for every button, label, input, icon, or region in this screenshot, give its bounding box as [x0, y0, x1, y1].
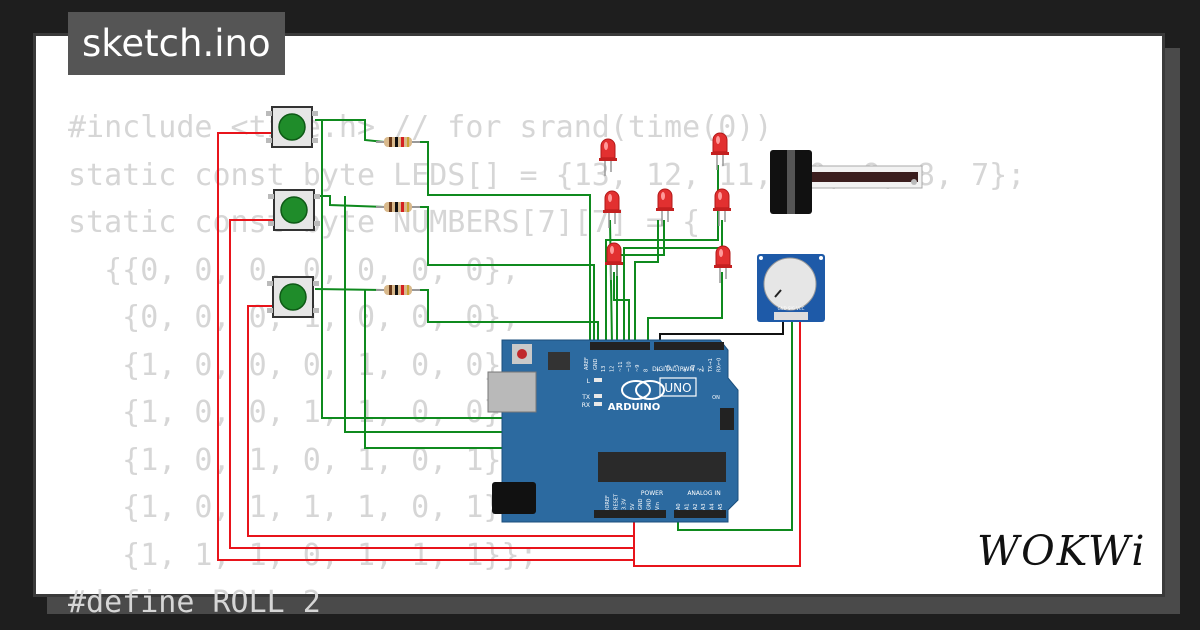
usb-port: [487, 371, 537, 413]
digital-pin-label: ~9: [635, 365, 641, 372]
board-led-label: L: [587, 378, 591, 385]
digital-pin-label: 12: [610, 366, 616, 372]
digital-pin-label: 13: [601, 366, 607, 372]
code-line: static const byte NUMBERS[7][7] = {: [68, 205, 701, 240]
code-line: #include <time.h> // for srand(time(0)): [68, 110, 773, 145]
led-2[interactable]: [710, 132, 730, 171]
power-pin-label: GND: [647, 498, 653, 510]
digital-pin-label: 7: [657, 369, 663, 372]
digital-label: DIGITAL (PWM ~): [652, 366, 704, 373]
analog-pin-label: A4: [710, 503, 716, 510]
resistor-3[interactable]: [375, 284, 421, 296]
analog-pin-label: A3: [701, 503, 707, 510]
analog-label: ANALOG IN: [687, 490, 720, 497]
pot-pin-labels: GND SIG VCC: [778, 306, 805, 311]
resistor-2[interactable]: [375, 201, 421, 213]
microcontroller-chip: [598, 452, 726, 482]
power-pin-label: Vin: [655, 502, 661, 510]
code-line: {1, 0, 0, 0, 1, 0, 0},: [68, 347, 520, 383]
board-led: [594, 394, 602, 398]
digital-pin-label: 8: [644, 369, 650, 372]
red-wires: [217, 132, 801, 567]
board-led: [594, 402, 602, 406]
digital-pin-label: 2: [700, 369, 706, 372]
file-tab[interactable]: sketch.ino: [68, 12, 285, 75]
digital-pin-label: 4: [683, 369, 689, 372]
code-line: {1, 1, 1, 0, 1, 1, 1}};: [68, 537, 538, 573]
power-pin-label: IOREF: [605, 495, 611, 510]
digital-pin-label: RX←0: [717, 358, 723, 372]
preview-card: #include <time.h> // for srand(time(0)) s…: [33, 33, 1165, 620]
rotary-potentiometer[interactable]: GND SIG VCC: [757, 254, 825, 322]
digital-pin-label: ~5: [674, 365, 680, 372]
digital-pin-label: ~11: [618, 361, 624, 372]
on-label: ON: [712, 395, 720, 401]
resistor-1[interactable]: [375, 136, 421, 148]
pushbutton-3[interactable]: [266, 276, 320, 318]
pushbutton-1[interactable]: [265, 106, 319, 148]
power-pin-label: 5V: [630, 503, 636, 510]
pushbutton-2[interactable]: [267, 189, 321, 231]
analog-pin-label: A5: [718, 503, 724, 510]
board-led-label: RX: [582, 402, 590, 409]
board-model: UNO: [664, 381, 691, 395]
wokwi-logo: WOKWi: [977, 527, 1147, 575]
pin-label: GND: [593, 358, 599, 370]
analog-pin-label: A0: [676, 503, 682, 510]
power-jack: [492, 482, 536, 514]
digital-pin-label: ~6: [666, 365, 672, 372]
board-led-label: TX: [581, 394, 590, 401]
board-brand: ARDUINO: [608, 402, 660, 413]
digital-pin-label: ~3: [691, 365, 697, 372]
code-background: #include <time.h> // for srand(time(0)) s…: [68, 104, 1025, 627]
arduino-uno[interactable]: UNO ARDUINO DIGITAL (PWM ~) POWER ANALOG…: [487, 339, 739, 523]
led-3[interactable]: [602, 190, 622, 229]
power-pin-label: RESET: [613, 493, 619, 510]
code-line: {{0, 0, 0, 0, 0, 0, 0},: [68, 252, 520, 288]
led-1[interactable]: [598, 138, 618, 177]
code-line: #define ROLL 2: [68, 585, 321, 620]
board-led: [594, 378, 602, 382]
power-pin-label: 3.3V: [622, 498, 628, 510]
digital-pin-label: ~10: [627, 361, 633, 372]
power-pin-label: GND: [638, 498, 644, 510]
pin-label: AREF: [584, 357, 590, 370]
analog-pin-label: A2: [693, 503, 699, 510]
slide-potentiometer[interactable]: [770, 150, 923, 214]
analog-pin-label: A1: [684, 503, 690, 510]
digital-pin-label: TX→1: [708, 358, 714, 373]
power-label: POWER: [641, 490, 663, 497]
